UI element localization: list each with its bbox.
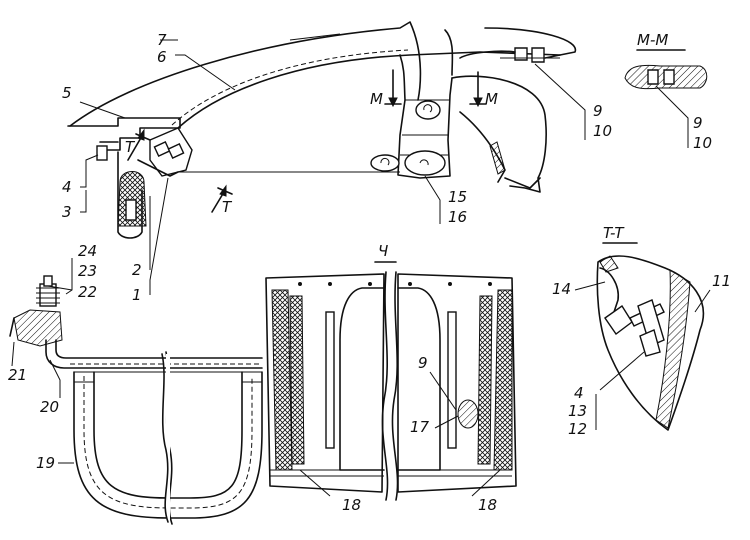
hood-outline — [69, 21, 422, 127]
label-20: 20 — [40, 398, 59, 416]
section-title-mm: M-M — [637, 31, 668, 49]
left-flange — [67, 117, 181, 151]
label-7: 7 — [157, 31, 167, 49]
view-title: Ч — [378, 242, 388, 260]
label-19: 19 — [36, 454, 55, 472]
label-12: 12 — [568, 420, 587, 438]
label-3: 3 — [62, 203, 72, 221]
label-5: 5 — [62, 84, 72, 102]
section-tt: T-T — [596, 224, 705, 431]
section-title-tt: T-T — [603, 224, 625, 242]
view-ch: Ч — [265, 242, 517, 501]
clamp — [13, 309, 63, 347]
oval-17 — [457, 399, 479, 429]
part-labels: 7 6 5 4 3 2 1 9 10 9 10 15 16 24 23 22 2… — [8, 31, 731, 514]
rubber-seal — [117, 171, 147, 227]
section-mm: M-M — [624, 31, 708, 90]
label-18-left: 18 — [342, 496, 361, 514]
label-23: 23 — [78, 262, 97, 280]
label-11: 11 — [712, 272, 731, 290]
tt-outline — [596, 255, 705, 431]
section-marks-t: T T — [125, 128, 233, 216]
label-4-main: 4 — [62, 178, 72, 196]
label-9-view: 9 — [418, 354, 428, 372]
label-17: 17 — [410, 418, 430, 436]
tt-bolt — [604, 305, 633, 335]
label-15: 15 — [448, 188, 467, 206]
rib-structure — [397, 54, 453, 179]
curved-panel — [177, 51, 561, 129]
cut-mark-t-lower: T — [222, 198, 233, 216]
label-10-mm: 10 — [693, 134, 712, 152]
label-2: 2 — [132, 261, 142, 279]
label-16: 16 — [448, 208, 467, 226]
label-21: 21 — [8, 366, 27, 384]
section-marks-m: M M — [370, 69, 498, 108]
bolt-head — [96, 145, 108, 161]
u-bracket — [9, 275, 263, 525]
leader-lines — [11, 39, 711, 497]
view-left-panel — [265, 273, 385, 493]
label-13: 13 — [568, 402, 587, 420]
label-6: 6 — [157, 48, 167, 66]
main-assembly — [67, 21, 577, 239]
label-9-main: 9 — [593, 102, 603, 120]
label-4-tt: 4 — [574, 384, 584, 402]
label-10-main: 10 — [593, 122, 612, 140]
label-9-mm: 9 — [693, 114, 703, 132]
cut-mark-t-upper: T — [125, 138, 136, 156]
fastener-upper — [415, 100, 441, 120]
label-18-right: 18 — [478, 496, 497, 514]
view-right-panel — [397, 273, 517, 493]
cut-mark-m-right: M — [485, 90, 498, 108]
label-24: 24 — [78, 242, 97, 260]
fastener-lower — [404, 150, 446, 176]
cut-mark-m-left: M — [370, 90, 383, 108]
label-1: 1 — [132, 286, 142, 304]
right-cover — [451, 75, 547, 193]
label-14: 14 — [552, 280, 571, 298]
label-22: 22 — [78, 283, 97, 301]
